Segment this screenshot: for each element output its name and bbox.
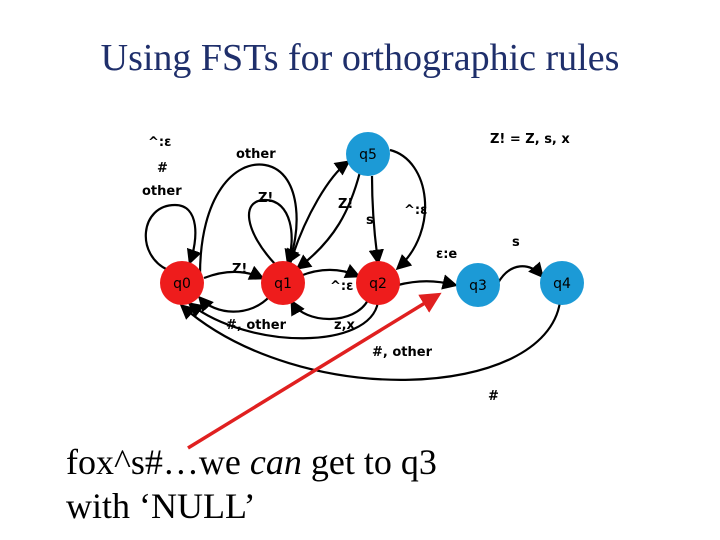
edge-label: s (366, 213, 374, 228)
edge-label: ^:ε (330, 279, 353, 294)
edge-q5-q2 (368, 175, 384, 266)
caption: fox^s#…we can get to q3 with ‘NULL’ (66, 440, 437, 528)
node-label: q3 (469, 278, 487, 294)
edge-label: Z! (338, 197, 353, 212)
annotation-arrow (187, 292, 442, 450)
caption-line-1: fox^s#…we can get to q3 (66, 440, 437, 484)
edges (144, 148, 562, 381)
edge-q3-q4 (497, 261, 545, 284)
edge-label: z,x (334, 318, 356, 333)
edge-q1-q2 (299, 263, 361, 279)
edge-label: ^:ε (404, 203, 427, 218)
edge-label: other (142, 184, 182, 199)
caption-line-2: with ‘NULL’ (66, 486, 256, 526)
node-q2 (356, 261, 400, 305)
edge-label: s (512, 235, 520, 250)
edge-q1-loop (247, 198, 300, 265)
edge-q4-q0 (179, 301, 562, 381)
edge-q5-q1 (295, 171, 362, 270)
nodes: q0 q1 q2 q3 q4 q5 (160, 132, 584, 307)
edge-label: #, other (372, 345, 433, 360)
edge-q5-q2-right (389, 148, 427, 271)
edge-q0-q1-other (198, 163, 301, 276)
edge-label: ^:ε (148, 135, 171, 150)
node-label: q4 (553, 276, 571, 292)
edge-label: # (488, 389, 499, 404)
node-q5 (346, 132, 390, 176)
edge-label: Z! (258, 191, 273, 206)
edge-q2-q3 (397, 274, 458, 290)
caption-part1: fox^s#…we (66, 442, 250, 482)
caption-emphasis: can (249, 442, 302, 482)
node-label: q5 (359, 147, 377, 163)
edge-q0-q1 (203, 265, 265, 280)
legend-text: Z! = Z, s, x (490, 132, 570, 147)
edge-label: Z! (232, 262, 247, 277)
edge-label: other (236, 147, 276, 162)
edge-q2-q0 (187, 301, 380, 340)
edge-label: # (157, 161, 168, 176)
node-label: q0 (173, 276, 191, 292)
node-label: q2 (369, 276, 387, 292)
edge-labels: ^:ε # other other Z! Z! Z! s ^:ε ε:e s ^… (142, 135, 520, 404)
node-q0 (160, 261, 204, 305)
slide-title: Using FSTs for orthographic rules (100, 37, 620, 79)
node-label: q1 (274, 276, 292, 292)
edge-q1-q0 (197, 295, 271, 313)
node-q1 (261, 261, 305, 305)
edge-q2-q1 (290, 299, 369, 321)
node-q3 (456, 263, 500, 307)
edge-q1-q5 (288, 160, 351, 265)
edge-label: #, other (226, 318, 287, 333)
caption-part2: get to q3 (301, 442, 437, 482)
edge-label: ε:e (436, 247, 457, 262)
node-q4 (540, 261, 584, 305)
edge-q0-loop (144, 203, 202, 272)
